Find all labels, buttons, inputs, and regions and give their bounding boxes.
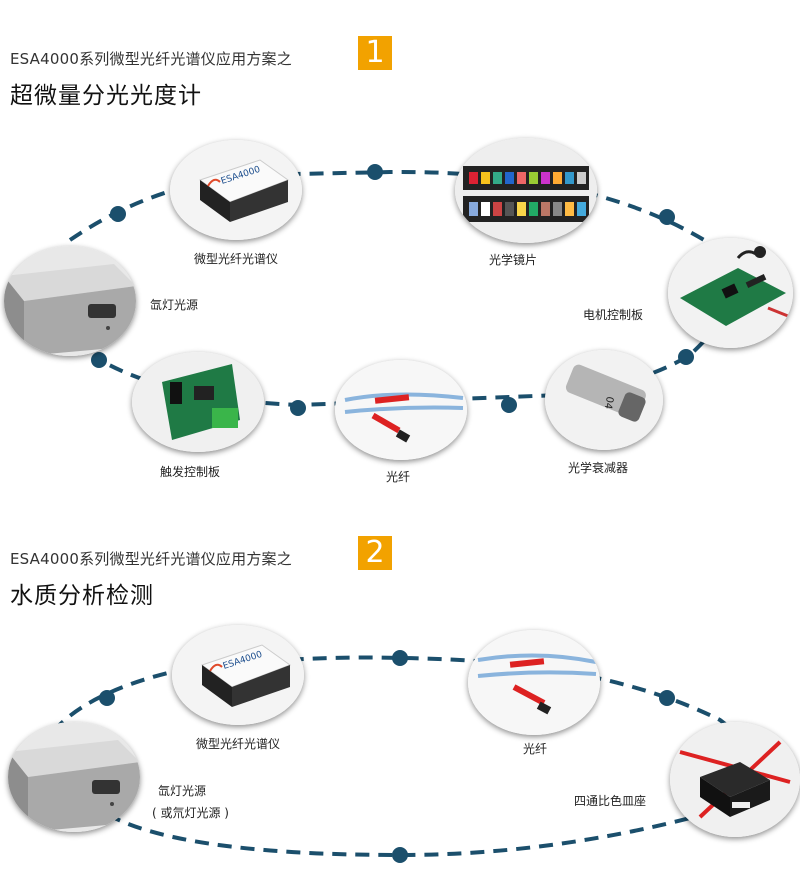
- solution-number-badge: 2: [358, 536, 392, 570]
- component-label: 触发控制板: [160, 465, 221, 479]
- ring-dot: [110, 206, 126, 222]
- optical-fiber-node: [335, 360, 467, 460]
- ring-dot: [659, 690, 675, 706]
- component-label: 氙灯光源: [150, 298, 199, 312]
- optical-filters-icon: [455, 138, 597, 243]
- component-label: 光纤: [523, 742, 548, 756]
- ring-dot: [678, 349, 694, 365]
- optical-fiber-node: [468, 630, 600, 735]
- component-label: 光学衰减器: [568, 461, 629, 475]
- motor-board-icon: [668, 238, 793, 348]
- component-label: 四通比色皿座: [574, 794, 647, 808]
- solution-section-1: ESA4000系列微型光纤光谱仪应用方案之 1 超微量分光光度计 ESA4000…: [4, 36, 793, 484]
- spectrometer-node: ESA4000: [170, 140, 302, 240]
- cuvette-holder-node: [670, 722, 800, 837]
- trigger-board-node: [132, 352, 264, 452]
- optical-fiber-icon: [335, 360, 467, 460]
- component-label: 光纤: [386, 470, 411, 484]
- ring-dot: [290, 400, 306, 416]
- ring-dot: [367, 164, 383, 180]
- solution-title: 超微量分光光度计: [10, 83, 202, 109]
- ring-dot: [99, 690, 115, 706]
- xenon-lamp-icon: [8, 722, 140, 832]
- component-label: 光学镜片: [489, 253, 538, 267]
- svg-text:04: 04: [602, 395, 615, 409]
- ring-dot: [659, 209, 675, 225]
- component-label: 氙灯光源: [158, 784, 207, 798]
- optical-fiber-icon: [468, 630, 600, 735]
- attenuator-icon: 04: [545, 350, 663, 450]
- ring-dot: [91, 352, 107, 368]
- connection-ring: [38, 650, 762, 863]
- ring-dot: [392, 847, 408, 863]
- xenon-lamp-icon: [4, 246, 136, 356]
- ring-dot: [392, 650, 408, 666]
- attenuator-node: 04: [545, 350, 663, 450]
- solution-number-badge: 1: [358, 36, 392, 70]
- trigger-board-icon: [132, 352, 264, 452]
- spectrometer-icon: ESA4000: [172, 625, 304, 725]
- spectrometer-icon: ESA4000: [170, 140, 302, 240]
- ring-dot: [501, 397, 517, 413]
- xenon-lamp-node: [8, 722, 140, 832]
- spectrometer-node: ESA4000: [172, 625, 304, 725]
- optical-filters-node: [455, 138, 597, 243]
- cuvette-holder-icon: [670, 722, 800, 837]
- xenon-lamp-node: [4, 246, 136, 356]
- component-label: 微型光纤光谱仪: [194, 252, 279, 266]
- component-label-note: ( 或氘灯光源 ): [152, 806, 229, 820]
- component-label: 电机控制板: [583, 308, 644, 322]
- component-label: 微型光纤光谱仪: [196, 737, 281, 751]
- solution-title: 水质分析检测: [10, 583, 154, 609]
- solution-section-2: ESA4000系列微型光纤光谱仪应用方案之 2 水质分析检测 ESA4000 微…: [0, 510, 800, 890]
- motor-board-node: [668, 238, 793, 348]
- series-heading: ESA4000系列微型光纤光谱仪应用方案之: [10, 550, 292, 568]
- series-heading: ESA4000系列微型光纤光谱仪应用方案之: [10, 50, 292, 68]
